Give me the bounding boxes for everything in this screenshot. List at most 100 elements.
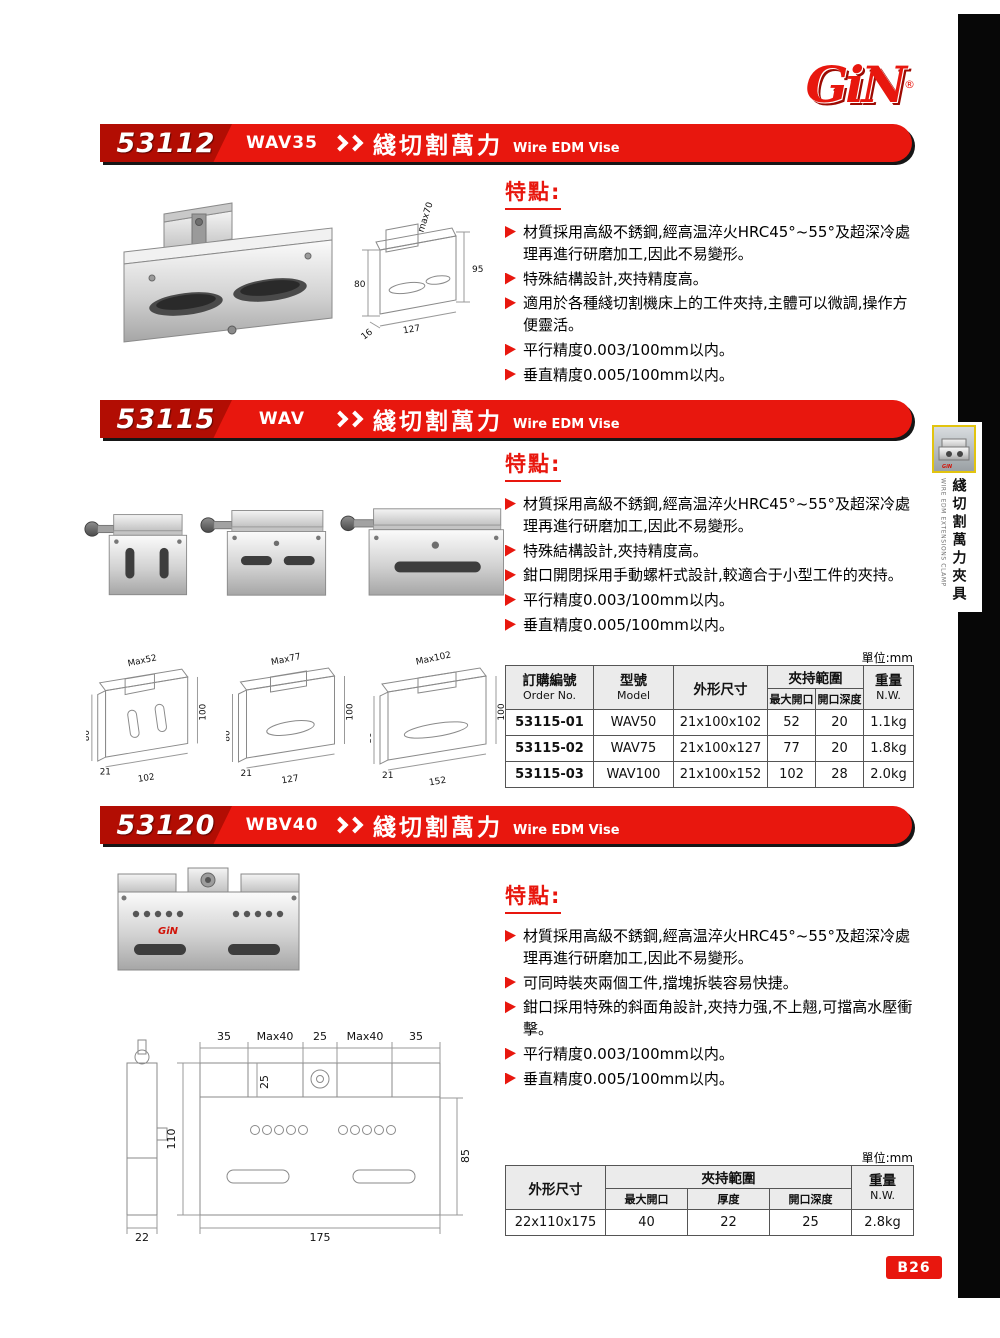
feature-item: 鉗口開閉採用手動螺杆式設計,較適合于小型工件的夾持。: [505, 565, 920, 587]
section-header-53120: 53120 WBV40 綫切割萬力 Wire EDM Vise: [100, 806, 912, 844]
product-photo-53120-box: GiN: [106, 852, 311, 996]
col-header-model-en: Model: [616, 688, 651, 702]
cell-depth: 25: [768, 1209, 853, 1236]
feature-text: 材質採用高級不銹鋼,經高温淬火HRC45°~55°及超深冷處理再進行研磨加工,因…: [523, 495, 910, 535]
side-tab-label-zh: 綫切割萬力夾具: [950, 478, 967, 604]
side-tab-label-en: WIRE EDM EXTENSIONS CLAMP: [939, 478, 947, 587]
col-header-weight-en: N.W.: [870, 1188, 895, 1202]
product-photo-wav50: [84, 514, 188, 596]
dim-top1: 35: [217, 1030, 231, 1043]
dim-width: 102: [137, 772, 155, 785]
feature-item: 材質採用高級不銹鋼,經高温淬火HRC45°~55°及超深冷處理再進行研磨加工,因…: [505, 494, 920, 538]
model-name: WBV40: [245, 815, 319, 835]
feature-item: 鉗口採用特殊的斜面角設計,夾持力强,不上翹,可擋高水壓衝擊。: [505, 997, 920, 1041]
col-header-weight-zh: 重量: [869, 1173, 897, 1190]
dim-jaw-depth: 25: [258, 1075, 271, 1089]
dim-max70: max70: [417, 201, 436, 234]
feature-item: 垂直精度0.005/100mm以内。: [505, 365, 920, 387]
product-photo-53112: [123, 202, 333, 343]
col-header-size: 外形尺寸: [505, 1165, 606, 1210]
cell-order: 53115-02: [505, 735, 594, 762]
feature-text: 垂直精度0.005/100mm以内。: [523, 615, 734, 634]
product-code: 53115: [116, 403, 216, 435]
side-tab-thumbnail-image: GiN: [938, 438, 970, 470]
bullet-triangle-icon: [505, 272, 516, 285]
cell-size: 21x100x127: [673, 735, 768, 762]
cell-thickness: 22: [687, 1209, 770, 1236]
dim-height: 100: [497, 703, 507, 720]
table-row: 22x110x175 40 22 25 2.8kg: [505, 1209, 915, 1236]
cell-size: 21x100x152: [673, 761, 768, 788]
dimension-drawings-53115: Max52 100 80 21 102 Max77 100 80 21 127: [86, 648, 514, 790]
bullet-triangle-icon: [505, 1047, 516, 1060]
dim-top5: 35: [409, 1030, 423, 1043]
dim-top2: Max40: [257, 1030, 294, 1043]
feature-item: 特殊結構設計,夾持精度高。: [505, 269, 920, 291]
feature-text: 垂直精度0.005/100mm以内。: [523, 1069, 734, 1088]
bullet-triangle-icon: [505, 930, 516, 942]
col-header-order-zh: 訂購編號: [522, 673, 577, 690]
bullet-triangle-icon: [505, 594, 516, 606]
bullet-triangle-icon: [505, 1072, 516, 1085]
dim-side-width: 22: [135, 1231, 149, 1243]
col-header-depth: 開口深度: [815, 688, 864, 710]
section-title-en: Wire EDM Vise: [513, 417, 620, 432]
bullet-triangle-icon: [505, 976, 516, 989]
feature-item: 材質採用高級不銹鋼,經高温淬火HRC45°~55°及超深冷處理再進行研磨加工,因…: [505, 926, 920, 970]
feature-text: 材質採用高級不銹鋼,經高温淬火HRC45°~55°及超深冷處理再進行研磨加工,因…: [523, 223, 910, 263]
feature-item: 平行精度0.003/100mm以内。: [505, 340, 920, 362]
col-header-range: 夾持範圍: [767, 665, 864, 689]
registered-mark-icon: ®: [904, 78, 915, 91]
product-photo-53120: GiN: [117, 867, 300, 971]
section-title-zh: 綫切割萬力: [373, 815, 503, 841]
feature-text: 材質採用高級不銹鋼,經高温淬火HRC45°~55°及超深冷處理再進行研磨加工,因…: [523, 927, 910, 967]
brand-logo-text: GiN: [805, 55, 907, 114]
feature-text: 垂直精度0.005/100mm以内。: [523, 365, 734, 384]
side-tab-thumbnail: GiN: [932, 425, 976, 473]
feature-item: 可同時裝夾兩個工件,擋塊拆裝容易快捷。: [505, 973, 920, 995]
cell-weight: 1.8kg: [863, 735, 914, 762]
product-photo-wav75: [200, 510, 327, 596]
bullet-triangle-icon: [505, 297, 516, 310]
features-heading: 特點:: [505, 176, 562, 210]
dim-height: 110: [165, 1129, 178, 1150]
dim-top3: 25: [313, 1030, 327, 1043]
features-heading: 特點:: [505, 880, 562, 914]
bullet-triangle-icon: [505, 343, 516, 356]
dim-max: Max102: [415, 650, 452, 667]
table-row: 53115-01 WAV50 21x100x102 52 20 1.1kg: [505, 709, 914, 736]
product-photo-53112-box: [112, 190, 347, 356]
chevron-right-icon: [331, 134, 364, 152]
feature-text: 鉗口採用特殊的斜面角設計,夾持力强,不上翹,可擋高水壓衝擊。: [523, 998, 913, 1038]
dim-width: 127: [281, 774, 300, 787]
thumb-logo-print: GiN: [942, 464, 953, 470]
dimension-drawing-53120: 35 Max40 25 Max40 35 25 110 85 22 175: [126, 1030, 472, 1244]
page-number-badge: B26: [886, 1256, 942, 1279]
dimension-drawing-53112-box: 95 80 127 16 max70: [352, 188, 492, 372]
dim-max: Max52: [127, 653, 158, 669]
dimension-drawing-wav75: Max77 100 80 21 127: [226, 652, 356, 787]
dim-height: 100: [198, 703, 208, 720]
feature-text: 平行精度0.003/100mm以内。: [523, 591, 734, 609]
feature-item: 平行精度0.003/100mm以内。: [505, 590, 920, 612]
dim-base: 21: [100, 768, 111, 778]
dim-width: 152: [428, 776, 447, 789]
section-title-en: Wire EDM Vise: [513, 141, 620, 156]
cell-size: 21x100x102: [673, 709, 768, 736]
features-53120: 特點: 材質採用高級不銹鋼,經高温淬火HRC45°~55°及超深冷處理再進行研磨…: [505, 880, 920, 1093]
bullet-triangle-icon: [505, 544, 516, 557]
col-header-weight-zh: 重量: [875, 673, 902, 690]
section-header-53112: 53112 WAV35 綫切割萬力 Wire EDM Vise: [100, 124, 912, 162]
section-title-en: Wire EDM Vise: [513, 823, 620, 838]
cell-weight: 2.8kg: [851, 1209, 915, 1236]
dimension-drawing-wav100: Max102 100 80 21 152: [370, 650, 507, 789]
model-name: WAV35: [246, 133, 318, 153]
product-code: 53112: [116, 127, 216, 159]
right-edge-bar: [958, 14, 1000, 1298]
feature-text: 特殊結構設計,夾持精度高。: [523, 269, 708, 288]
